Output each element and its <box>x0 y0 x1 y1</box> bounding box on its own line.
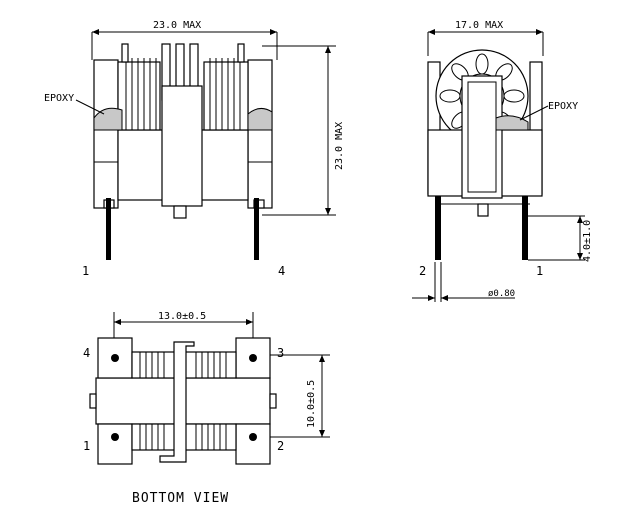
bottom-pin-dot-br <box>249 433 257 441</box>
bottom-view: 13.0±0.5 10.0±0.5 <box>83 311 330 506</box>
side-width-label: 17.0 MAX <box>455 20 503 31</box>
front-height-label: 23.0 MAX <box>334 122 345 170</box>
front-pin-left: 1 <box>82 264 89 278</box>
side-pin-left: 2 <box>419 264 426 278</box>
bottom-pin-tr: 3 <box>277 346 284 360</box>
bottom-pin-dot-bl <box>111 433 119 441</box>
bottom-row-label: 10.0±0.5 <box>306 380 317 428</box>
side-epoxy-label: EPOXY <box>548 101 578 112</box>
front-epoxy-label: EPOXY <box>44 93 74 104</box>
bottom-pin-tl: 4 <box>83 346 90 360</box>
bottom-pin-dot-tl <box>111 354 119 362</box>
side-pin-right: 1 <box>536 264 543 278</box>
bottom-view-caption: BOTTOM VIEW <box>132 491 229 506</box>
bottom-pin-br: 2 <box>277 439 284 453</box>
bottom-pitch-label: 13.0±0.5 <box>158 311 206 322</box>
side-lead-length-label: 4.0±1.0 <box>582 220 593 262</box>
front-pin-right: 4 <box>278 264 285 278</box>
front-width-label: 23.0 MAX <box>153 20 201 31</box>
front-view: 23.0 MAX 23.0 MAX <box>44 20 345 278</box>
side-lead-dia-label: ø0.80 <box>488 289 515 299</box>
side-view: 17.0 MAX EPOXY <box>412 20 593 302</box>
bottom-pin-dot-tr <box>249 354 257 362</box>
bottom-pin-bl: 1 <box>83 439 90 453</box>
